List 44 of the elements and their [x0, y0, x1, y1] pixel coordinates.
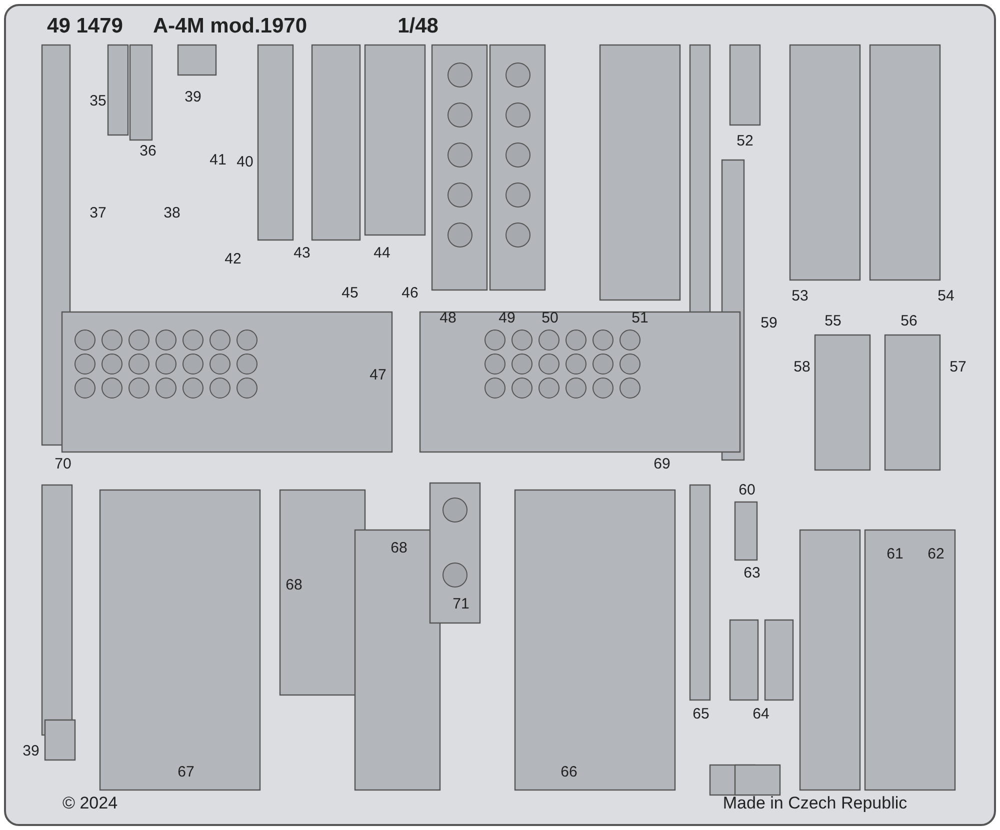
part-number: 70	[54, 456, 72, 472]
part-number: 38	[164, 206, 180, 220]
part-number: 40	[236, 154, 254, 170]
part-number: 41	[210, 152, 226, 168]
part-number: 59	[760, 316, 778, 330]
part-number: 60	[738, 482, 756, 498]
part-number: 66	[560, 764, 578, 780]
part-number: 50	[542, 310, 558, 326]
part-number: 63	[744, 566, 760, 580]
part-number: 36	[140, 144, 156, 158]
part-number: 69	[654, 456, 670, 472]
part-number: 52	[736, 134, 754, 148]
part-number: 62	[928, 546, 944, 562]
part-number: 58	[794, 360, 810, 374]
part-number: 53	[792, 288, 808, 304]
part-number: 71	[452, 596, 470, 612]
part-number: 35	[90, 94, 106, 108]
part-number: 48	[440, 310, 456, 326]
part-number: 67	[178, 764, 194, 780]
subject-label: A-4M mod.1970	[152, 16, 308, 36]
part-number: 54	[938, 288, 954, 304]
part-number: 55	[824, 314, 842, 328]
part-number: 47	[370, 368, 386, 382]
part-number: 61	[886, 546, 904, 562]
part-number: 45	[342, 286, 358, 300]
part-number: 49	[498, 310, 516, 326]
part-number: 39	[184, 90, 202, 104]
part-number: 57	[950, 360, 966, 374]
part-number: 65	[692, 706, 710, 722]
part-number: 64	[752, 706, 770, 722]
fret-title: 49 1479	[47, 16, 123, 36]
part-number: 39	[22, 744, 40, 758]
scale-label: 1/48	[398, 16, 438, 36]
copyright-note: © 2024	[62, 794, 118, 812]
part-number: 37	[90, 206, 106, 220]
part-number: 51	[632, 310, 648, 326]
origin-note: Made in Czech Republic	[722, 794, 908, 812]
part-number: 43	[294, 246, 310, 260]
part-number: 44	[374, 246, 390, 260]
part-number: 42	[224, 252, 242, 266]
part-number: 56	[900, 314, 918, 328]
part-number: 68	[286, 578, 302, 592]
part-number: 68	[390, 540, 408, 556]
part-number: 46	[402, 286, 418, 300]
